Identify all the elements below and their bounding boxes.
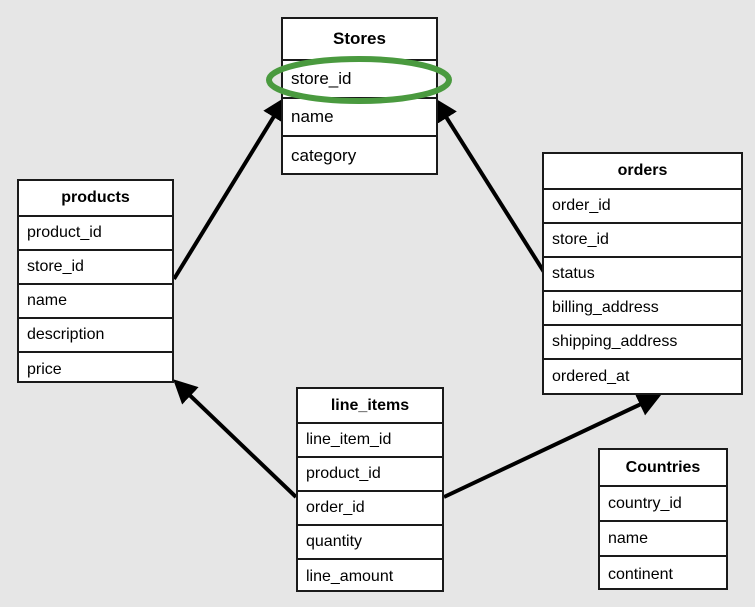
- field-line_items-line_amount[interactable]: line_amount: [306, 568, 394, 585]
- field-orders-ordered_at[interactable]: ordered_at: [552, 368, 630, 385]
- field-products-price[interactable]: price: [27, 361, 62, 378]
- field-line_items-product_id[interactable]: product_id: [298, 458, 442, 492]
- field-orders-status[interactable]: status: [544, 258, 741, 292]
- relationship-orders-to-stores: [433, 97, 546, 274]
- field-orders-billing_address[interactable]: billing_address: [544, 292, 741, 326]
- entity-title-products: products: [19, 181, 172, 217]
- entity-title-stores: Stores: [283, 19, 436, 61]
- field-products-description[interactable]: description: [19, 319, 172, 353]
- field-orders-order_id[interactable]: order_id: [544, 190, 741, 224]
- field-products-product_id[interactable]: product_id: [19, 217, 172, 251]
- entity-title-countries: Countries: [600, 450, 726, 487]
- field-stores-store_id[interactable]: store_id: [283, 61, 436, 99]
- field-orders-shipping_address[interactable]: shipping_address: [544, 326, 741, 360]
- field-orders-store_id[interactable]: store_id: [544, 224, 741, 258]
- field-stores-name[interactable]: name: [283, 99, 436, 137]
- entity-title-orders: orders: [544, 154, 741, 190]
- field-line_items-order_id[interactable]: order_id: [298, 492, 442, 526]
- relationship-products-to-stores: [172, 96, 287, 281]
- field-line_items-quantity[interactable]: quantity: [298, 526, 442, 560]
- field-stores-category[interactable]: category: [291, 146, 357, 165]
- field-products-store_id[interactable]: store_id: [19, 251, 172, 285]
- field-countries-continent[interactable]: continent: [608, 565, 673, 583]
- entity-title-line_items: line_items: [298, 389, 442, 424]
- relationship-line_items-to-products: [173, 379, 298, 499]
- field-products-name[interactable]: name: [19, 285, 172, 319]
- field-countries-country_id[interactable]: country_id: [600, 487, 726, 522]
- field-line_items-line_item_id[interactable]: line_item_id: [298, 424, 442, 458]
- field-countries-name[interactable]: name: [600, 522, 726, 557]
